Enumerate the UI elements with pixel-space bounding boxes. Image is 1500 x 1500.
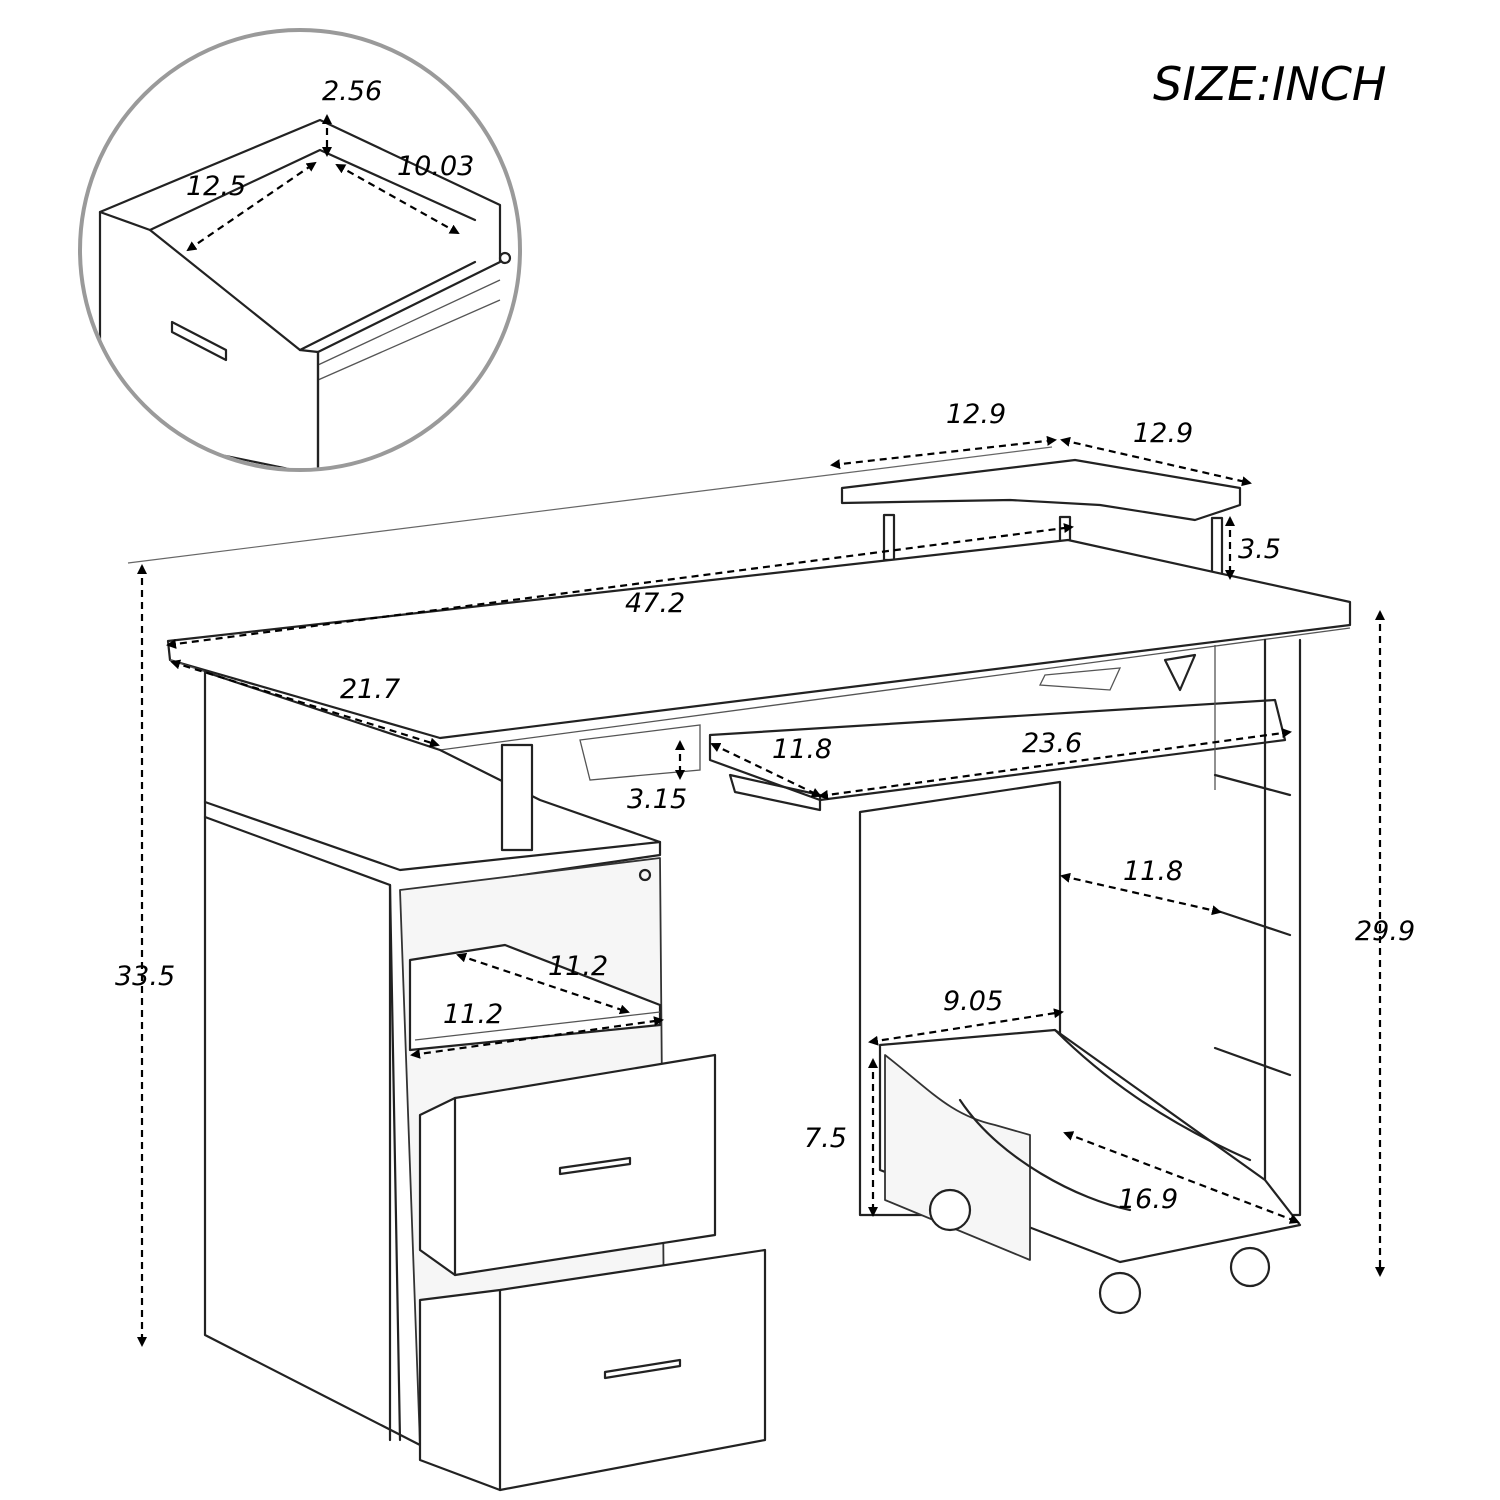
tray-width-label: 23.6 [1022, 728, 1082, 759]
cabinet-shelf-depth-arrow [456, 952, 630, 1015]
desk-length-arrow [166, 523, 1074, 649]
monitor-shelf [840, 458, 1242, 522]
desk-drawing [127, 446, 1352, 1492]
tray-depth-label: 11.8 [772, 734, 832, 765]
cpu-length-arrow [1063, 1131, 1300, 1224]
cpu-width-label: 9.05 [943, 986, 1003, 1017]
shelf-depth-label: 12.9 [1133, 418, 1193, 449]
left-cabinet [203, 670, 662, 1447]
shelf-width-arrow [830, 435, 1057, 470]
shelf-depth-arrow [1060, 436, 1252, 487]
desk-height-label: 29.9 [1355, 916, 1415, 947]
total-height-label: 33.5 [115, 961, 175, 992]
cpu-opening-arrow [1060, 872, 1222, 916]
cpu-height-label: 7.5 [804, 1123, 847, 1154]
cabinet-shelf-width-arrow [410, 1016, 664, 1059]
cpu-length-label: 16.9 [1118, 1184, 1178, 1215]
cpu-opening-label: 11.8 [1123, 856, 1183, 887]
drawer-depth-label: 10.03 [397, 151, 474, 182]
drawer-detail-inset: 2.56 12.5 10.03 [78, 28, 522, 472]
drawer-width-label: 12.5 [186, 171, 246, 202]
desk-depth-label: 21.7 [340, 674, 400, 705]
shelf-height-label: 3.5 [1238, 534, 1281, 565]
cpu-width-arrow [868, 1008, 1064, 1046]
cabinet-shelf-depth-label: 11.2 [548, 951, 608, 982]
desk-length-label: 47.2 [625, 588, 685, 619]
size-unit-title: SIZE:INCH [1153, 57, 1387, 111]
desk-depth-arrow [170, 659, 440, 748]
tray-depth-arrow [710, 742, 822, 798]
tray-drop-label: 3.15 [627, 784, 687, 815]
drawer-height-label: 2.56 [322, 76, 382, 107]
shelf-width-label: 12.9 [946, 399, 1006, 430]
drawer-width-arrow [186, 161, 317, 252]
cabinet-shelf-width-label: 11.2 [443, 999, 503, 1030]
